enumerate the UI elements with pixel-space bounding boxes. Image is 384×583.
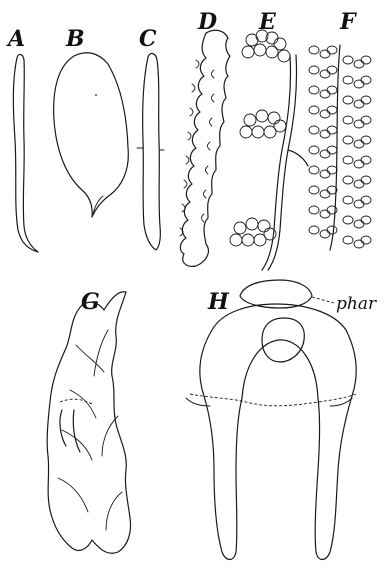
- cluster-lobe: [361, 116, 371, 124]
- cluster-lobe: [309, 166, 319, 174]
- cluster-lobe: [354, 140, 364, 148]
- panel-c-drawing: [137, 53, 164, 250]
- cluster-lobe: [361, 176, 371, 184]
- cluster-lobe: [354, 80, 364, 88]
- cluster-lobe: [343, 116, 353, 124]
- cluster-lobe: [354, 120, 364, 128]
- cluster-lobe: [354, 100, 364, 108]
- cluster-lobe: [309, 226, 319, 234]
- cluster-lobe: [327, 226, 337, 234]
- panel-label-f: F: [339, 9, 357, 35]
- panel-label-h: H: [207, 289, 230, 315]
- cluster-lobe: [361, 216, 371, 224]
- pharynx-label: phar: [336, 294, 377, 314]
- panel-e-drawing: [230, 30, 308, 270]
- cluster-lobe: [320, 130, 330, 138]
- panel-label-c: C: [139, 26, 157, 52]
- cluster-lobe: [361, 136, 371, 144]
- cluster-lobe: [320, 70, 330, 78]
- cluster-lobe: [309, 146, 319, 154]
- cluster-lobe: [309, 186, 319, 194]
- cluster-lobe: [361, 236, 371, 244]
- cluster-lobe: [320, 170, 330, 178]
- cluster-lobe: [354, 220, 364, 228]
- cluster-lobe: [320, 190, 330, 198]
- cluster-lobe: [309, 126, 319, 134]
- cluster-lobe: [354, 240, 364, 248]
- cluster-lobe: [343, 136, 353, 144]
- panel-a-drawing: [13, 54, 38, 252]
- cluster-lobe: [309, 206, 319, 214]
- cluster-lobe: [309, 86, 319, 94]
- cluster-lobe: [320, 90, 330, 98]
- cluster-lobe: [327, 66, 337, 74]
- cluster-lobe: [309, 46, 319, 54]
- cluster-lobe: [343, 216, 353, 224]
- cluster-lobe: [343, 196, 353, 204]
- panel-f-drawing: [309, 45, 371, 250]
- cluster-lobe: [361, 196, 371, 204]
- panel-label-a: A: [6, 26, 25, 52]
- cluster-lobe: [320, 230, 330, 238]
- panel-label-d: D: [197, 9, 217, 35]
- cluster-lobe: [327, 166, 337, 174]
- pharynx-annotation: phar: [312, 294, 377, 314]
- cluster-lobe: [354, 60, 364, 68]
- cluster-lobe: [320, 210, 330, 218]
- cluster-lobe: [343, 156, 353, 164]
- panel-d-drawing: [180, 30, 230, 266]
- cluster-lobe: [320, 110, 330, 118]
- cluster-lobe: [354, 160, 364, 168]
- cluster-lobe: [309, 66, 319, 74]
- cluster-lobe: [361, 56, 371, 64]
- cluster-lobe: [343, 76, 353, 84]
- cluster-lobe: [343, 96, 353, 104]
- cluster-lobe: [343, 236, 353, 244]
- cluster-lobe: [327, 146, 337, 154]
- cluster-lobe: [320, 150, 330, 158]
- cluster-lobe: [320, 50, 330, 58]
- cluster-lobe: [343, 176, 353, 184]
- cluster-lobe: [361, 96, 371, 104]
- panel-g-drawing: [47, 292, 130, 554]
- panel-label-e: E: [258, 9, 277, 35]
- cluster-lobe: [327, 126, 337, 134]
- cluster-lobe: [327, 86, 337, 94]
- cluster-lobe: [354, 180, 364, 188]
- panel-h-drawing: [186, 280, 356, 560]
- cluster-lobe: [327, 46, 337, 54]
- cluster-lobe: [327, 106, 337, 114]
- cluster-lobe: [361, 76, 371, 84]
- panel-b-drawing: [54, 53, 129, 217]
- cluster-lobe: [354, 200, 364, 208]
- cluster-lobe: [309, 106, 319, 114]
- panel-label-b: B: [65, 26, 85, 52]
- cluster-lobe: [361, 156, 371, 164]
- cluster-lobe: [343, 56, 353, 64]
